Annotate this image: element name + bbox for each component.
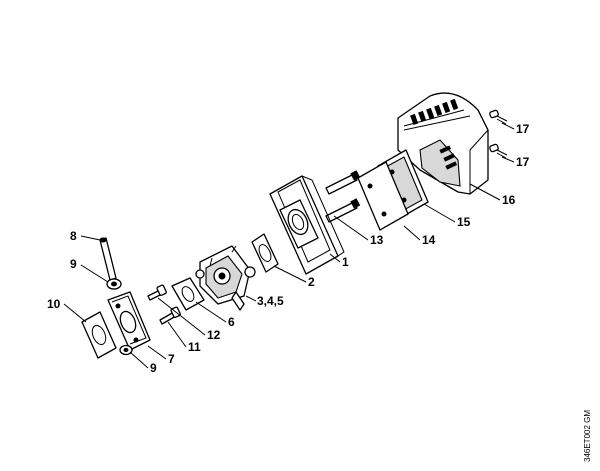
part-2-gasket: [251, 233, 279, 273]
part-7-flange: [107, 291, 151, 351]
part-14-filter: [357, 161, 409, 231]
part-16-shroud: [397, 92, 489, 195]
label-12: 12: [207, 328, 221, 342]
label-10: 10: [47, 297, 61, 311]
leader-lines: [63, 122, 515, 369]
part-17-screw-upper: [489, 109, 508, 125]
label-6: 6: [228, 315, 235, 329]
label-17-lower: 17: [516, 155, 530, 169]
part-1-housing: [269, 175, 345, 275]
label-15: 15: [457, 215, 471, 229]
label-8: 8: [70, 229, 77, 243]
label-13: 13: [370, 233, 384, 247]
part-8-stud: [99, 237, 117, 281]
label-11: 11: [188, 340, 201, 354]
part-6-gasket: [171, 277, 205, 311]
label-2: 2: [308, 275, 315, 289]
drawing-code: 346ET002 GM: [583, 410, 592, 462]
part-9-nut-lower: [119, 344, 133, 356]
label-16: 16: [502, 193, 516, 207]
part-labels: 8 9 10 7 9 11 12 6 3,4,5 2 1 13 14 15 16…: [47, 122, 530, 375]
part-9-nut-upper: [106, 278, 122, 290]
part-345-carburetor: [195, 245, 256, 311]
label-9-upper: 9: [70, 257, 77, 271]
part-10-gasket: [81, 311, 117, 359]
part-13-screw-lower: [325, 198, 361, 223]
label-7: 7: [168, 352, 175, 366]
label-1: 1: [342, 255, 349, 269]
label-14: 14: [422, 233, 436, 247]
part-11-screw: [159, 306, 181, 325]
label-17-upper: 17: [516, 122, 530, 136]
part-17-screw-lower: [489, 143, 508, 159]
part-13-screw-upper: [325, 170, 361, 195]
label-9-lower: 9: [150, 361, 157, 375]
label-345: 3,4,5: [257, 294, 284, 308]
part-12-screw: [147, 284, 167, 301]
